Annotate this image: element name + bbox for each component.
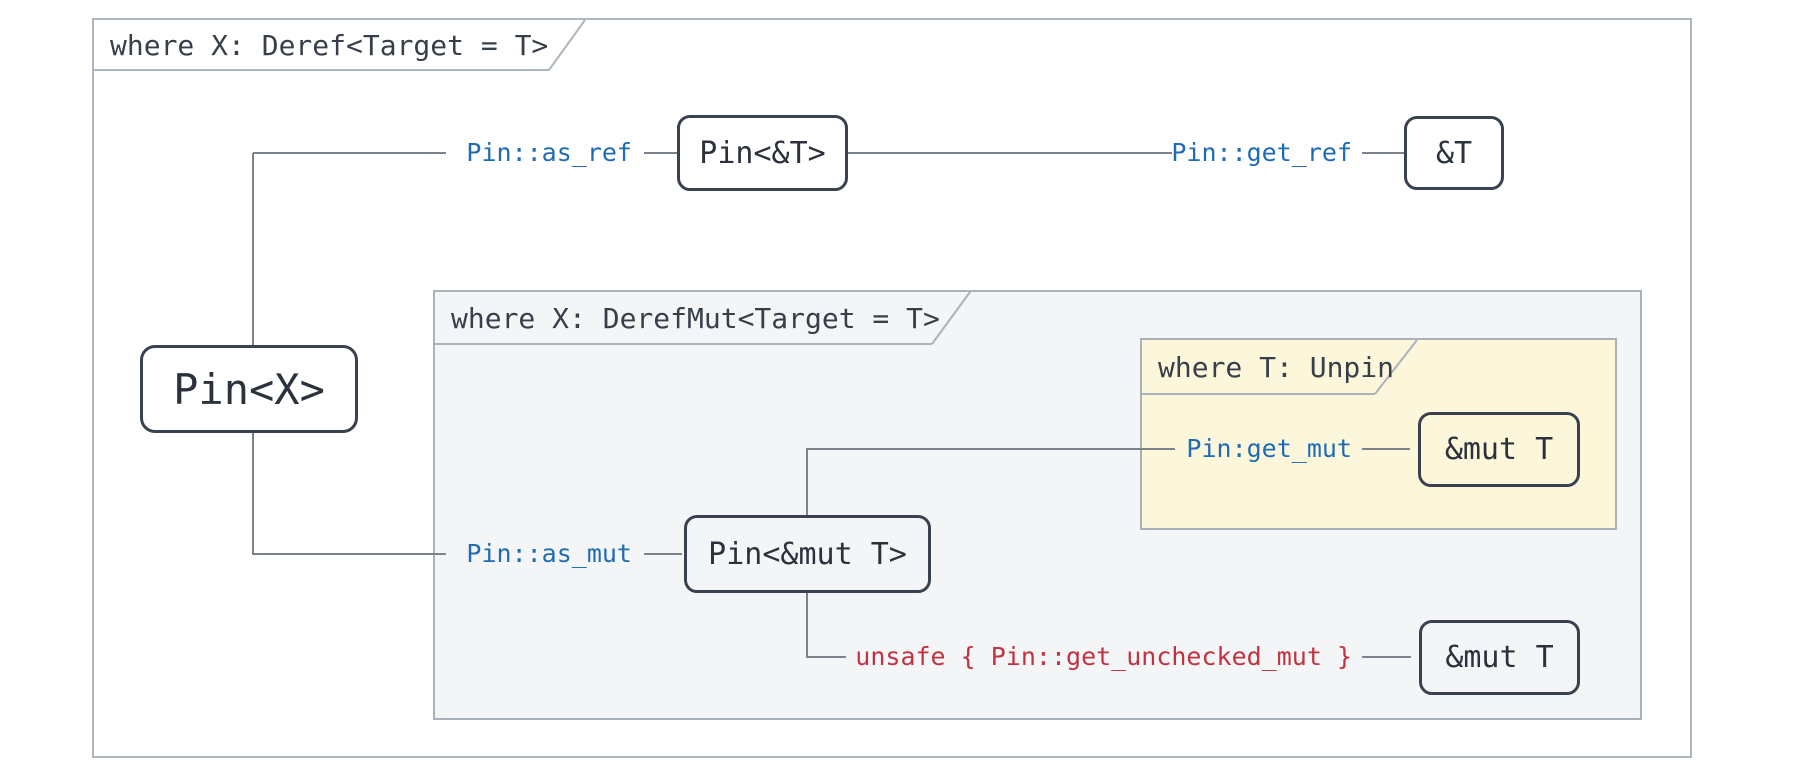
node-pin-mut-t: Pin<&mut T> [684,515,931,593]
node-pin-x: Pin<X> [140,345,358,433]
connector-unsafe-down [806,593,808,657]
connector-getmut-left [806,448,1175,450]
connector-getmut-right [1362,448,1410,450]
connector-pinx-bottom [252,433,254,554]
connector-getref-left [848,152,1172,154]
group-deref-label: where X: Deref<Target = T> [110,28,549,62]
connector-asmut-left [252,553,446,555]
edge-label-get-unchecked-mut: unsafe { Pin::get_unchecked_mut } [855,642,1352,671]
connector-asref-left [253,152,446,154]
group-derefmut-label: where X: DerefMut<Target = T> [451,301,940,335]
connector-asmut-right [644,553,682,555]
edge-label-get-ref: Pin::get_ref [1171,138,1352,167]
connector-pinx-top [252,153,254,346]
connector-unsafe-left [806,656,846,658]
group-unpin-label: where T: Unpin [1158,350,1395,384]
connector-getmut-up [806,449,808,516]
node-ref-t: &T [1404,116,1504,190]
edge-label-get-mut: Pin:get_mut [1186,434,1352,463]
tab-slant [548,20,586,71]
edge-label-as-ref: Pin::as_ref [466,138,632,167]
connector-unsafe-right [1362,656,1411,658]
node-pin-ref-t: Pin<&T> [677,115,848,191]
node-mut-t-unchecked: &mut T [1419,620,1580,695]
edge-label-as-mut: Pin::as_mut [466,539,632,568]
connector-asref-right [644,152,677,154]
node-mut-t-unpin: &mut T [1418,412,1580,487]
connector-getref-right [1362,152,1404,154]
